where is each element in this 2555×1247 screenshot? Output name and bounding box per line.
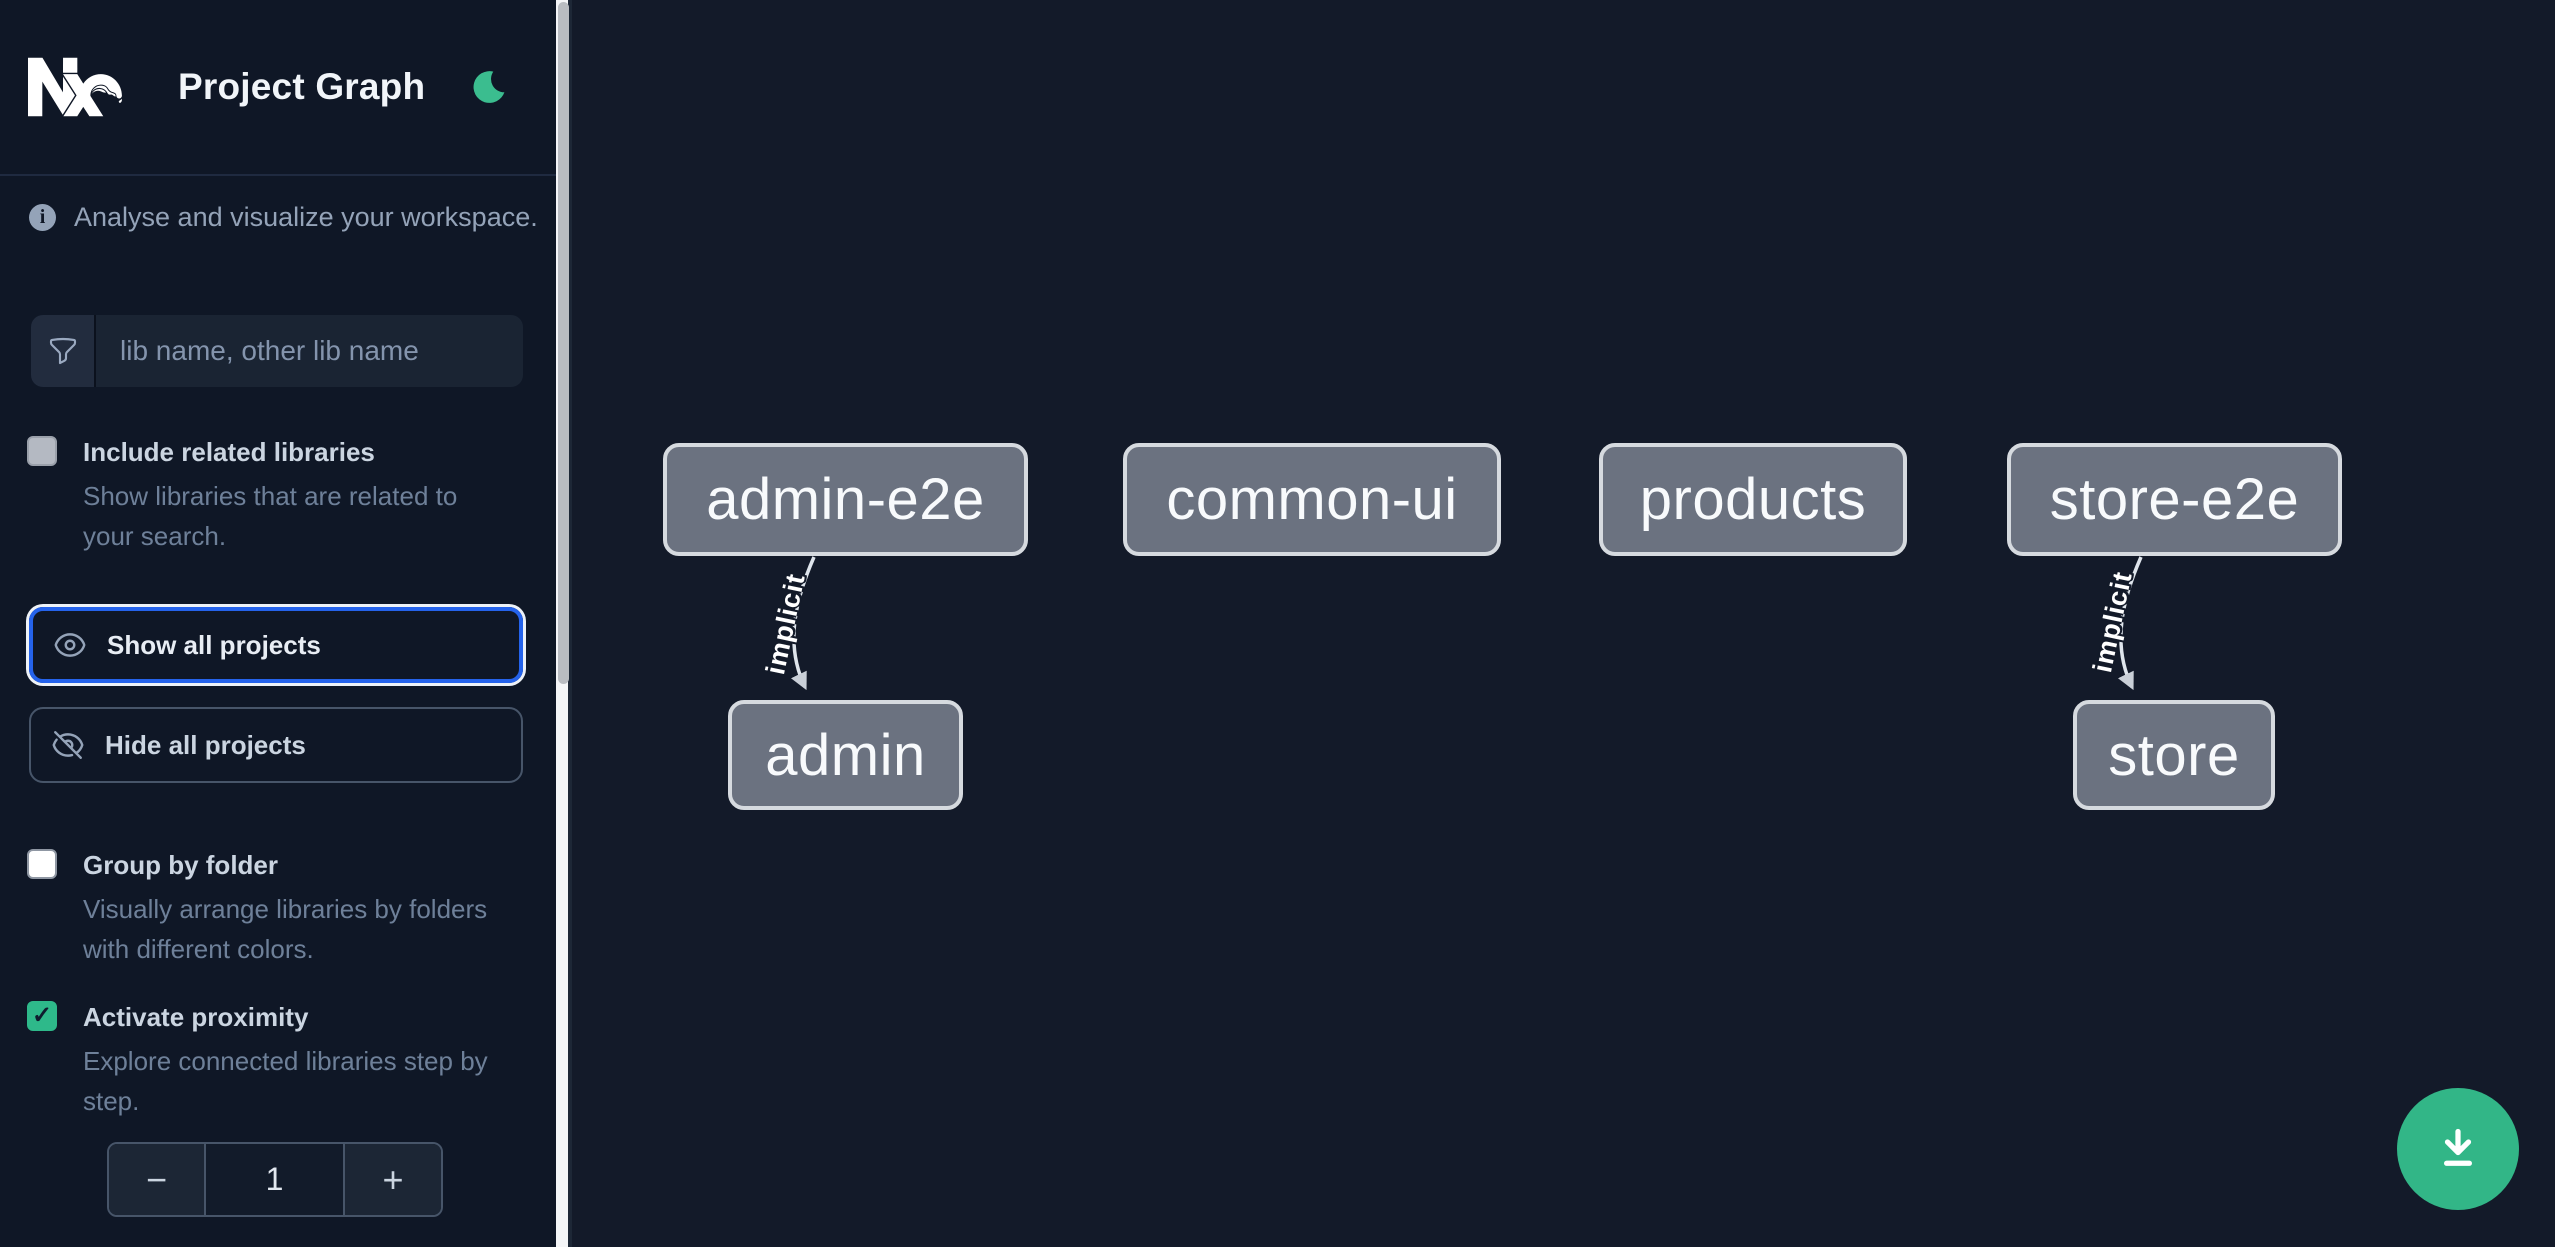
activate-proximity-description: Explore connected libraries step by step… — [83, 1046, 488, 1116]
node-admin-e2e[interactable]: admin-e2e — [663, 443, 1028, 556]
option-activate-proximity: ✓ Activate proximity Explore connected l… — [27, 1001, 528, 1121]
search-input[interactable] — [94, 315, 523, 387]
proximity-depth-value: 1 — [204, 1144, 345, 1215]
download-icon — [2444, 1128, 2472, 1166]
group-by-folder-description: Visually arrange libraries by folders wi… — [83, 894, 488, 964]
checkmark-icon: ✓ — [31, 1002, 53, 1029]
download-graph-button[interactable] — [2397, 1088, 2519, 1210]
option-group-by-folder: Group by folder Visually arrange librari… — [27, 849, 528, 969]
activate-proximity-checkbox[interactable]: ✓ — [27, 1001, 57, 1031]
eye-icon — [54, 633, 86, 657]
activate-proximity-label: Activate proximity — [83, 1002, 309, 1032]
graph-edges — [790, 556, 2143, 691]
show-all-projects-button[interactable]: Show all projects — [29, 607, 523, 683]
group-by-folder-checkbox[interactable] — [27, 849, 57, 879]
sidebar: Project Graph i Analyse and visualize yo… — [0, 0, 556, 1247]
sidebar-header: Project Graph — [0, 0, 556, 176]
group-by-folder-label: Group by folder — [83, 850, 278, 880]
edge-admin-e2e-to-admin — [790, 556, 816, 691]
include-related-label: Include related libraries — [83, 437, 375, 467]
include-related-description: Show libraries that are related to your … — [83, 481, 458, 551]
filter-funnel-icon — [31, 315, 94, 387]
node-admin[interactable]: admin — [728, 700, 963, 810]
page-title: Project Graph — [178, 66, 426, 107]
proximity-depth-stepper: − 1 + — [107, 1142, 443, 1217]
node-store[interactable]: store — [2073, 700, 2275, 810]
edge-store-e2e-to-store — [2117, 556, 2143, 691]
node-products[interactable]: products — [1599, 443, 1907, 556]
option-include-related: Include related libraries Show libraries… — [27, 436, 528, 556]
project-filter — [31, 315, 523, 387]
hide-all-projects-button[interactable]: Hide all projects — [29, 707, 523, 783]
sidebar-scrollbar-track — [556, 0, 572, 1247]
hide-all-projects-label: Hide all projects — [105, 729, 306, 760]
moon-icon[interactable] — [470, 69, 506, 105]
graph-canvas[interactable]: implicit implicit admin-e2e common-ui pr… — [572, 0, 2555, 1247]
increment-button[interactable]: + — [345, 1144, 441, 1215]
nx-logo — [28, 57, 122, 117]
show-all-projects-label: Show all projects — [107, 629, 321, 660]
sidebar-scrollbar-thumb[interactable] — [558, 2, 569, 684]
decrement-button[interactable]: − — [109, 1144, 204, 1215]
info-icon: i — [29, 204, 56, 231]
include-related-checkbox[interactable] — [27, 436, 57, 466]
node-store-e2e[interactable]: store-e2e — [2007, 443, 2342, 556]
eye-off-icon — [52, 731, 84, 759]
workspace-hint-text: Analyse and visualize your workspace. — [74, 202, 538, 232]
node-common-ui[interactable]: common-ui — [1123, 443, 1501, 556]
workspace-hint: i Analyse and visualize your workspace. — [29, 202, 538, 233]
